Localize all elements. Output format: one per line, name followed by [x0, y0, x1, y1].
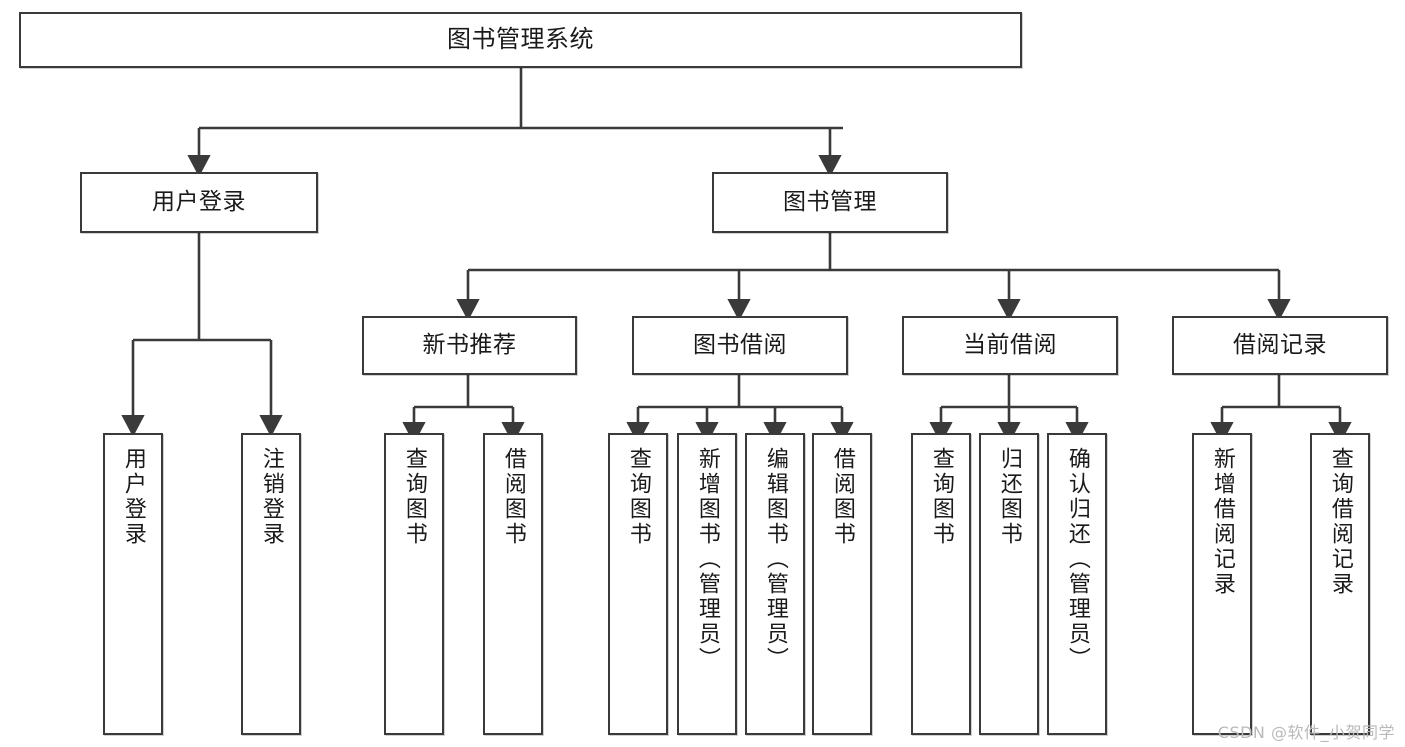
node-current-borrow[interactable]: 当前借阅 [902, 316, 1118, 375]
node-label: 新增借阅记录 [1209, 447, 1235, 597]
leaf-borrow-book-recommend[interactable]: 借阅图书 [483, 433, 543, 735]
node-user-login[interactable]: 用户登录 [80, 172, 318, 233]
leaf-add-book-admin[interactable]: 新增图书（管理员） [677, 433, 737, 735]
node-label: 新书推荐 [422, 332, 517, 359]
leaf-logout-login[interactable]: 注销登录 [241, 433, 301, 735]
leaf-query-book-recommend[interactable]: 查询图书 [384, 433, 444, 735]
node-label: 新增图书（管理员） [694, 447, 720, 672]
leaf-query-borrow-record[interactable]: 查询借阅记录 [1310, 433, 1370, 735]
leaf-query-book-borrow[interactable]: 查询图书 [608, 433, 668, 735]
node-label: 用户登录 [120, 447, 146, 547]
node-label: 用户登录 [152, 189, 246, 216]
watermark-text: CSDN @软件_小贺同学 [1217, 723, 1395, 742]
leaf-add-borrow-record[interactable]: 新增借阅记录 [1192, 433, 1252, 735]
leaf-user-login[interactable]: 用户登录 [103, 433, 163, 735]
leaf-return-book[interactable]: 归还图书 [979, 433, 1039, 735]
leaf-edit-book-admin[interactable]: 编辑图书（管理员） [745, 433, 805, 735]
node-label: 查询图书 [625, 447, 651, 547]
node-label: 借阅图书 [500, 447, 526, 547]
node-label: 注销登录 [258, 447, 284, 547]
node-label: 当前借阅 [963, 332, 1057, 359]
leaf-borrow-book[interactable]: 借阅图书 [812, 433, 872, 735]
node-book-borrow[interactable]: 图书借阅 [632, 316, 848, 375]
node-borrow-record[interactable]: 借阅记录 [1172, 316, 1388, 375]
node-root-system[interactable]: 图书管理系统 [19, 12, 1022, 68]
node-label: 图书借阅 [693, 332, 787, 359]
leaf-query-book-current[interactable]: 查询图书 [911, 433, 971, 735]
node-label: 查询图书 [928, 447, 954, 547]
node-label: 图书管理 [783, 189, 877, 216]
node-label: 查询借阅记录 [1327, 447, 1353, 597]
node-label: 查询图书 [401, 447, 427, 547]
node-label: 借阅记录 [1233, 332, 1327, 359]
node-label: 编辑图书（管理员） [762, 447, 788, 672]
node-label: 确认归还（管理员） [1064, 447, 1090, 672]
node-label: 归还图书 [996, 447, 1022, 547]
leaf-confirm-return-admin[interactable]: 确认归还（管理员） [1047, 433, 1107, 735]
node-new-book-recommend[interactable]: 新书推荐 [362, 316, 577, 375]
node-book-manage[interactable]: 图书管理 [712, 172, 948, 233]
node-label: 图书管理系统 [447, 25, 594, 54]
node-label: 借阅图书 [829, 447, 855, 547]
